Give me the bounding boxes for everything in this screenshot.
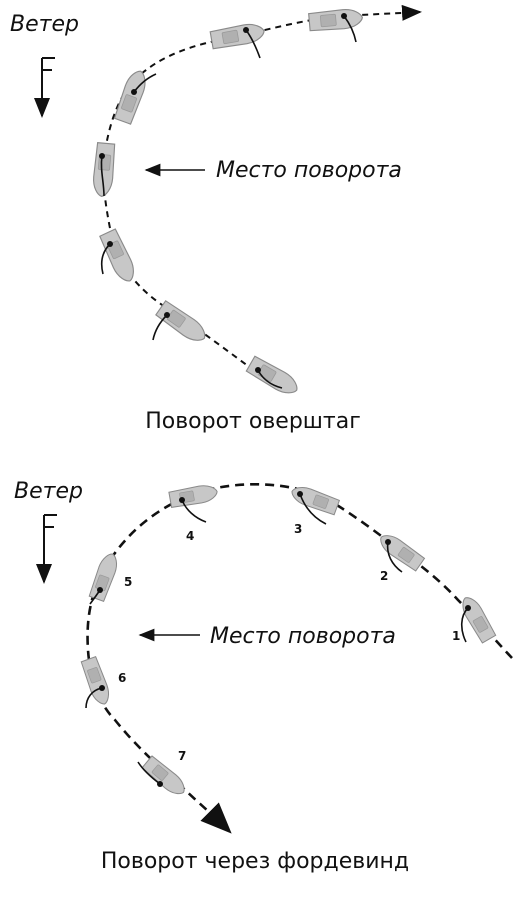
sailboat-icon [375,529,426,573]
turn-place-label: Место поворота [210,624,396,649]
caption: Поворот через фордевинд [101,849,409,874]
course-track [86,482,513,834]
sailboat-icon [154,299,211,347]
wind-arrow-down-icon [34,57,55,118]
sailboat-icon [168,482,220,509]
caption: Поворот оверштаг [145,409,361,434]
course-track [102,4,422,385]
sailboat-icon [87,550,122,603]
sailboat-icon [245,354,303,400]
sailboat-icon [209,21,267,51]
sailboat-icon [113,67,151,126]
boat-number: 4 [186,529,194,543]
wind-arrow-down-icon [36,514,57,584]
boat-number: 2 [380,569,388,583]
wind-label: Ветер [10,12,79,37]
wind-label: Ветер [14,479,83,504]
sailboat-icon [79,655,114,708]
boat-number: 6 [118,671,126,685]
sailboat-icon [98,228,140,286]
turn-place-label: Место поворота [216,158,402,183]
boat-number: 1 [452,629,460,643]
bottom-panel: Ветер 1 2 3 4 5 6 [14,479,513,874]
top-panel: Ветер Место поворота Поворот оверштаг [10,4,422,434]
boat-number: 7 [178,749,186,763]
sailboat-icon [307,7,364,33]
sailboat-icon [288,482,341,517]
boat-number: 3 [294,522,302,536]
boat-number: 5 [124,575,132,589]
